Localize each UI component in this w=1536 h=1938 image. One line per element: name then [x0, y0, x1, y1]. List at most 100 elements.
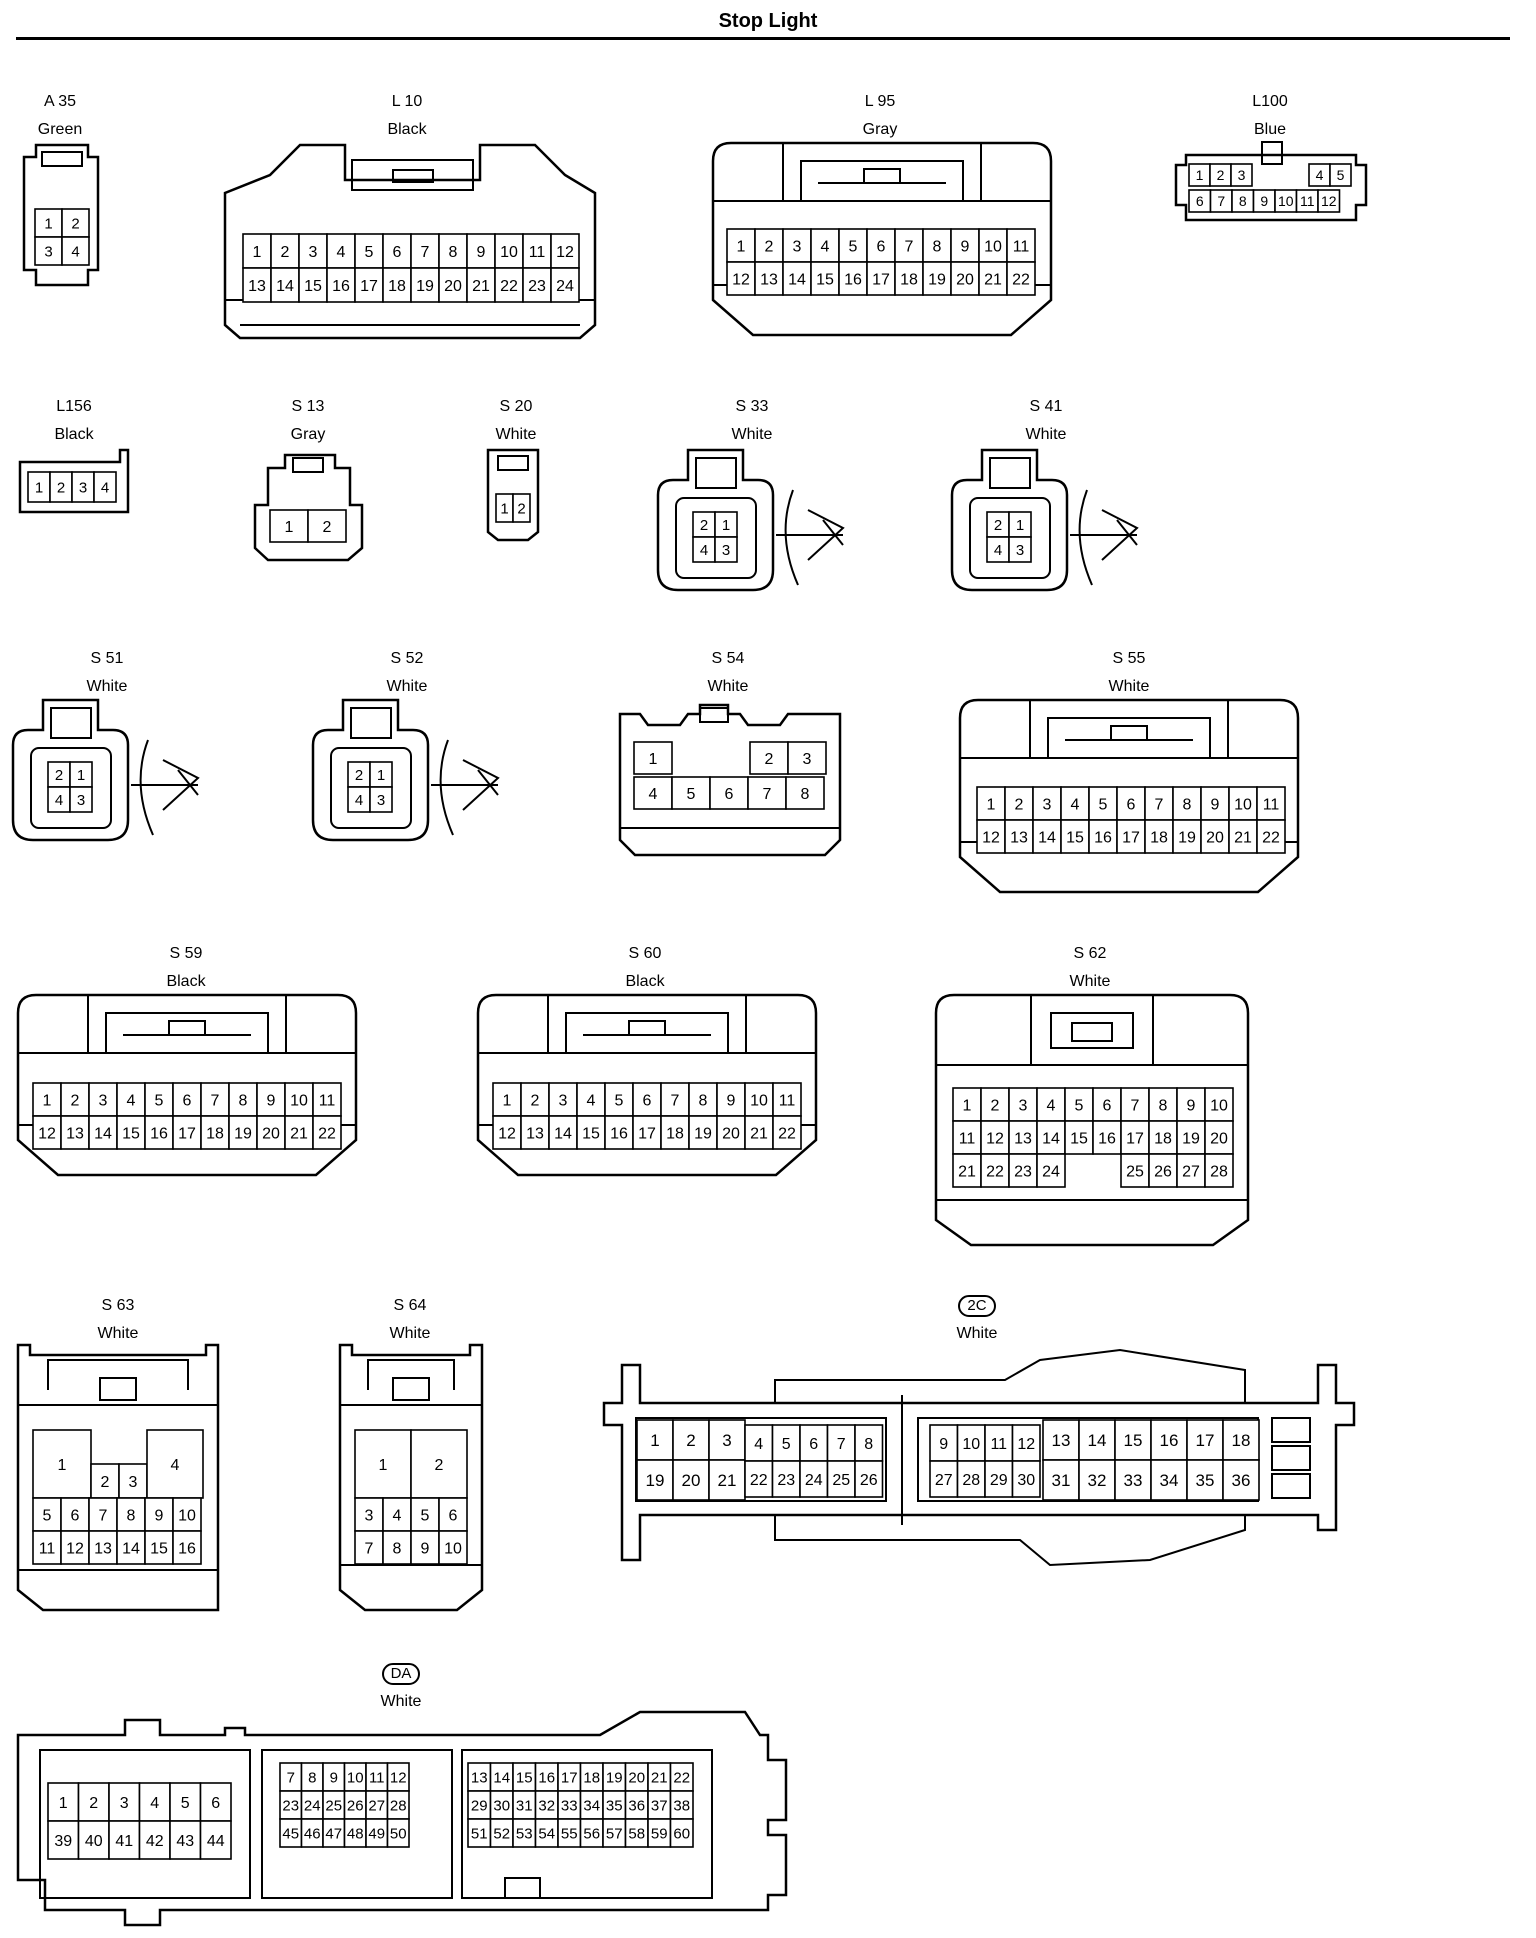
pin-number: 4 — [700, 542, 708, 559]
pin-number: 5 — [181, 1795, 190, 1812]
connector-code-text: L100 — [1252, 93, 1288, 110]
pin-number: 14 — [788, 271, 806, 288]
pin-number: 24 — [556, 278, 574, 295]
pin-cell — [1088, 819, 1118, 854]
pin-number: 1 — [77, 767, 85, 784]
connector-color: White — [389, 1325, 431, 1342]
pin-cell — [1148, 1153, 1178, 1188]
pin-cell — [1060, 819, 1090, 854]
pin-cell — [1204, 1120, 1234, 1155]
pin-cell — [956, 1460, 986, 1498]
pin-cell — [438, 1530, 468, 1565]
pin-number: 20 — [682, 1471, 701, 1490]
pin-number: 21 — [290, 1125, 308, 1142]
pin-number: 4 — [101, 479, 109, 496]
pin-cell — [671, 776, 711, 810]
connector-code: S 54 — [628, 645, 828, 673]
pin-cell — [708, 1459, 746, 1501]
pin-cell — [1228, 819, 1258, 854]
connector-code: S 41 — [946, 393, 1146, 421]
pin-number: 51 — [471, 1825, 488, 1842]
connector-code: S 51 — [7, 645, 207, 673]
pin-number: 9 — [1260, 193, 1268, 209]
connector-code: S 20 — [416, 393, 616, 421]
pin-cell — [1114, 1459, 1152, 1501]
connector-code: S 33 — [652, 393, 852, 421]
pin-number: 1 — [963, 1097, 972, 1114]
connector-color: Gray — [862, 121, 898, 138]
connector-code-text: S 41 — [1029, 398, 1063, 415]
pin-number: 25 — [1126, 1163, 1144, 1180]
pin-number: 3 — [559, 1092, 568, 1109]
pin-cell — [172, 1497, 202, 1532]
pin-number: 14 — [276, 278, 294, 295]
pin-number: 22 — [500, 278, 518, 295]
pin-number: 4 — [71, 243, 79, 260]
pin-cell — [1011, 1460, 1041, 1498]
pin-cell — [952, 1087, 982, 1122]
pin-cell — [785, 776, 825, 810]
connector-code: S 64 — [310, 1292, 510, 1320]
connector-color: Black — [625, 973, 665, 990]
pin-cell — [1120, 1153, 1150, 1188]
pin-number: 11 — [369, 1769, 385, 1786]
pin-number: 52 — [493, 1825, 510, 1842]
pin-number: 18 — [900, 271, 918, 288]
pin-cell — [772, 1115, 802, 1150]
pin-number: 16 — [1098, 1130, 1116, 1147]
pin-number: 19 — [606, 1769, 623, 1786]
pin-number: 6 — [449, 1507, 458, 1524]
pin-number: 7 — [211, 1092, 220, 1109]
pin-number: 11 — [39, 1540, 56, 1557]
pin-number: 5 — [365, 244, 374, 261]
pin-cell — [32, 1429, 92, 1499]
pin-number: 9 — [421, 1540, 430, 1557]
pin-number: 22 — [750, 1472, 768, 1489]
pin-number: 21 — [651, 1769, 668, 1786]
pin-number: 11 — [1013, 238, 1030, 255]
pin-number: 16 — [178, 1540, 196, 1557]
pin-number: 16 — [538, 1769, 555, 1786]
pin-number: 20 — [1210, 1130, 1228, 1147]
pin-number: 4 — [355, 792, 363, 809]
pin-cell — [894, 228, 924, 263]
pin-cell — [922, 228, 952, 263]
connector-color: White — [731, 426, 773, 443]
pin-number: 4 — [1047, 1097, 1056, 1114]
pin-number: 3 — [377, 792, 385, 809]
pin-number: 9 — [939, 1436, 948, 1453]
pin-number: 28 — [962, 1472, 980, 1489]
pin-number: 54 — [538, 1825, 555, 1842]
pin-number: 5 — [421, 1507, 430, 1524]
pin-cell — [61, 236, 90, 266]
pin-number: 15 — [1070, 1130, 1088, 1147]
pin-number: 18 — [1232, 1431, 1251, 1450]
pin-number: 40 — [85, 1833, 103, 1850]
pin-number: 11 — [529, 244, 546, 261]
pin-number: 36 — [628, 1797, 645, 1814]
pin-number: 19 — [928, 271, 946, 288]
pin-number: 5 — [782, 1436, 791, 1453]
pin-number: 39 — [54, 1833, 72, 1850]
pin-number: 3 — [365, 1507, 374, 1524]
pin-number: 4 — [171, 1457, 180, 1474]
pin-cell — [1032, 786, 1062, 821]
pin-number: 1 — [43, 1092, 52, 1109]
pin-cell — [744, 1082, 774, 1117]
pin-cell — [88, 1497, 118, 1532]
pin-number: 13 — [1052, 1431, 1071, 1450]
pin-number: 27 — [368, 1797, 385, 1814]
pin-number: 19 — [1178, 829, 1196, 846]
pin-number: 7 — [1217, 193, 1225, 209]
pin-cell — [369, 786, 393, 813]
connector-code: A 35 — [0, 88, 160, 116]
pin-number: 2 — [531, 1092, 540, 1109]
pin-number: 5 — [155, 1092, 164, 1109]
